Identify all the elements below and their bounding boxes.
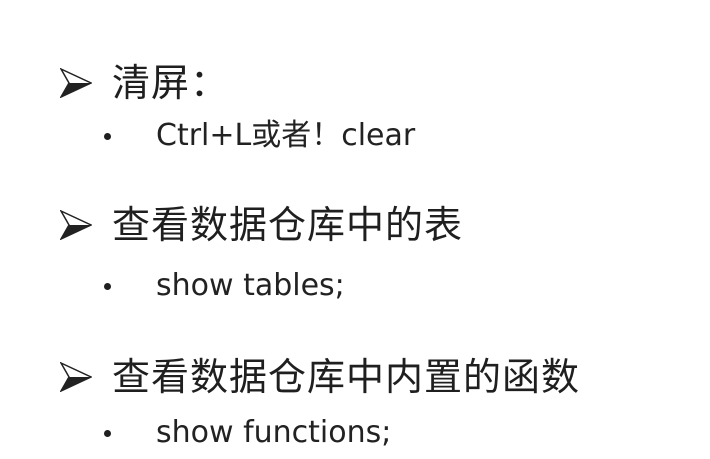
bullet-dot-icon bbox=[104, 132, 111, 140]
section-heading-show-tables: 查看数据仓库中的表 bbox=[60, 200, 463, 250]
bullet-item: show tables; bbox=[100, 266, 345, 306]
heading-text: 清屏： bbox=[112, 61, 230, 105]
arrow-bullet-icon bbox=[60, 210, 92, 240]
arrow-bullet-icon bbox=[60, 362, 92, 392]
section-heading-clear-screen: 清屏： bbox=[60, 58, 229, 108]
bullet-item: Ctrl+L或者！clear bbox=[100, 116, 415, 156]
bullet-dot-icon bbox=[104, 429, 111, 437]
bullet-dot-icon bbox=[104, 282, 111, 290]
bullet-item: show functions; bbox=[100, 413, 391, 453]
bullet-text: Ctrl+L或者！clear bbox=[156, 118, 416, 153]
bullet-text: show tables; bbox=[156, 268, 345, 303]
arrow-bullet-icon bbox=[60, 68, 92, 98]
heading-text: 查看数据仓库中内置的函数 bbox=[112, 355, 581, 399]
bullet-text: show functions; bbox=[156, 415, 392, 450]
heading-text: 查看数据仓库中的表 bbox=[112, 203, 464, 247]
section-heading-show-functions: 查看数据仓库中内置的函数 bbox=[60, 352, 580, 402]
